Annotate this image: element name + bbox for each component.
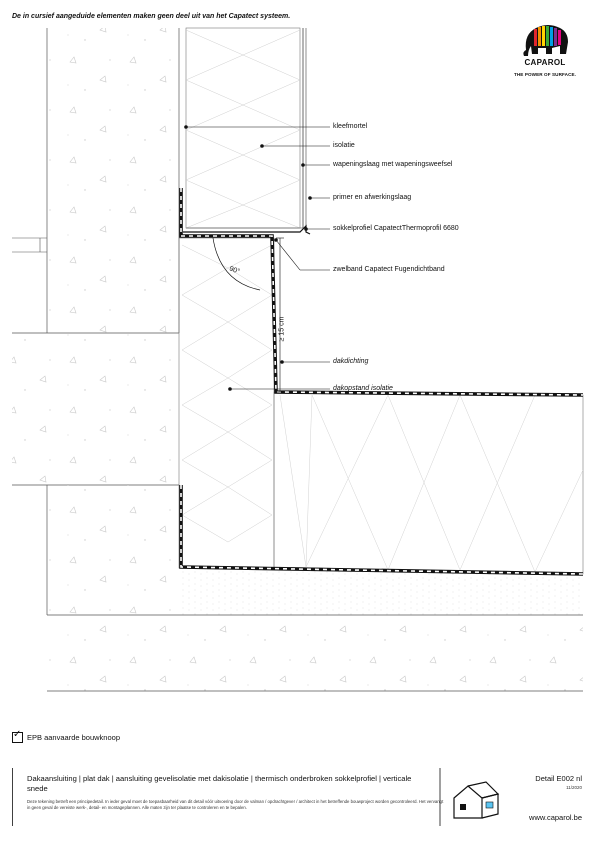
base-profile (183, 224, 311, 235)
disclaimer: Deze tekening betreft een principedetail… (27, 799, 444, 810)
label-primer: primer en afwerkingslaag (333, 194, 412, 201)
brand-name: CAPAROL (524, 58, 566, 67)
floor-slab (12, 333, 179, 485)
detail-date: 11/2020 (566, 785, 582, 790)
caparol-logo: CAPAROL THE POWER OF SURFACE. (506, 20, 584, 80)
detail-code: Detail E002 nl (535, 774, 582, 783)
label-kleefmortel: kleefmortel (333, 123, 368, 130)
epb-note: EPB aanvaarde bouwknoop (12, 729, 120, 743)
roof-slab (47, 615, 583, 691)
height-label: ≥ 15 cm (278, 316, 286, 342)
lower-wall (47, 485, 179, 615)
label-isolatie: isolatie (333, 142, 355, 149)
title-block-frame (12, 768, 441, 826)
epb-label: EPB aanvaarde bouwknoop (27, 733, 120, 742)
checkbox-checked-icon (12, 729, 23, 743)
house-icon (453, 781, 500, 819)
facade-insulation (185, 27, 301, 229)
label-wapeningslaag: wapeningslaag met wapeningsweefsel (333, 161, 453, 168)
roof-insulation (273, 391, 584, 575)
label-dakdichting: dakdichting (333, 358, 369, 365)
angle-arc (212, 237, 261, 291)
upper-wall (47, 28, 179, 333)
label-zwelband: zwelband Capatect Fugendichtband (333, 266, 445, 273)
website-link[interactable]: www.caparol.be (529, 813, 582, 822)
detail-title: Dakaansluiting | plat dak | aansluiting … (27, 774, 412, 793)
label-dakopstand: dakopstand isolatie (333, 385, 393, 392)
brand-slogan: THE POWER OF SURFACE. (513, 72, 577, 77)
title-block: Dakaansluiting | plat dak | aansluiting … (12, 766, 583, 828)
sloped-screed (179, 567, 583, 615)
header-note: De in cursief aangeduide elementen maken… (12, 13, 291, 20)
roof-membrane (179, 188, 584, 576)
elephant-logo-icon (523, 25, 568, 56)
label-sokkelprofiel: sokkelprofiel CapatectThermoprofil 6680 (333, 225, 459, 232)
